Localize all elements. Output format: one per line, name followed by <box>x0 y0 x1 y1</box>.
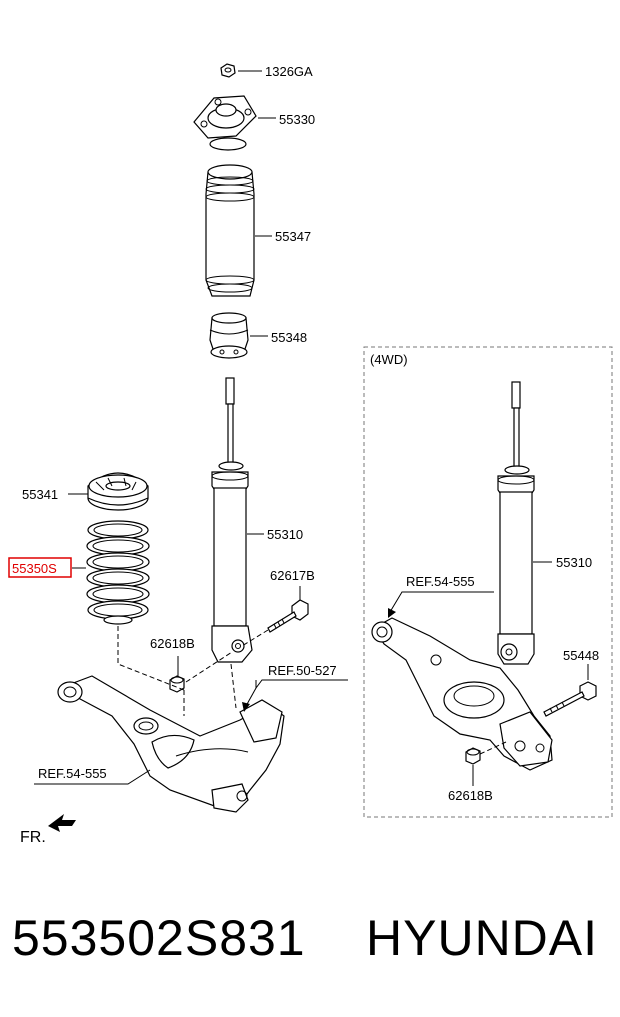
nut-part <box>169 675 185 693</box>
inset-bolt-part <box>543 681 597 717</box>
label-nut: 1326GA <box>265 64 313 79</box>
inset-label-bolt: 55448 <box>563 648 599 663</box>
inset-title: (4WD) <box>370 352 408 367</box>
assembly-line <box>117 626 185 691</box>
inset-4wd-box <box>363 346 613 818</box>
inset-label-shock: 55310 <box>556 555 592 570</box>
label-bumper: 55348 <box>271 330 307 345</box>
label-ref-upper: REF.50-527 <box>268 663 337 678</box>
inset-label-nut: 62618B <box>448 788 493 803</box>
leader-line <box>255 679 348 690</box>
arrow-icon <box>242 702 250 712</box>
brand-name: HYUNDAI <box>366 910 599 966</box>
bump-stopper-part <box>209 312 249 359</box>
assembly-line <box>185 651 233 683</box>
assembly-line <box>241 629 269 647</box>
label-dust-cover: 55347 <box>275 229 311 244</box>
label-front: FR. <box>20 829 46 846</box>
inset-shock-absorber-part <box>497 381 535 665</box>
label-spring-pad: 55341 <box>22 487 58 502</box>
inset-lower-arm-part <box>371 617 553 771</box>
nut-part <box>220 63 236 78</box>
coil-spring-part <box>86 520 150 625</box>
bolt-part <box>267 599 309 633</box>
spring-pad-part <box>87 472 149 511</box>
label-shock-left: 55310 <box>267 527 303 542</box>
dust-cover-part <box>205 164 255 297</box>
leader-line <box>34 769 151 785</box>
highlight-box <box>8 557 72 578</box>
assembly-line <box>479 741 507 755</box>
upper-mount-part <box>193 95 257 151</box>
assembly-line <box>230 663 237 709</box>
label-nut-left: 62618B <box>150 636 195 651</box>
exploded-parts-diagram: 1326GA 55330 55347 55348 <box>8 63 613 846</box>
caption: 553502S831 HYUNDAI <box>0 898 620 978</box>
inset-label-ref: REF.54-555 <box>406 574 475 589</box>
leader-line <box>389 591 494 613</box>
label-bolt-left: 62617B <box>270 568 315 583</box>
lower-arm-part <box>57 675 285 813</box>
front-arrow-icon <box>48 814 76 832</box>
part-number: 553502S831 <box>12 910 306 966</box>
shock-absorber-part <box>211 377 253 663</box>
inset-nut-part <box>465 747 481 765</box>
label-ref-lower: REF.54-555 <box>38 766 107 781</box>
label-mount: 55330 <box>279 112 315 127</box>
leader-line <box>245 687 257 707</box>
label-spring: 55350S <box>12 561 57 576</box>
arrow-icon <box>388 608 396 618</box>
